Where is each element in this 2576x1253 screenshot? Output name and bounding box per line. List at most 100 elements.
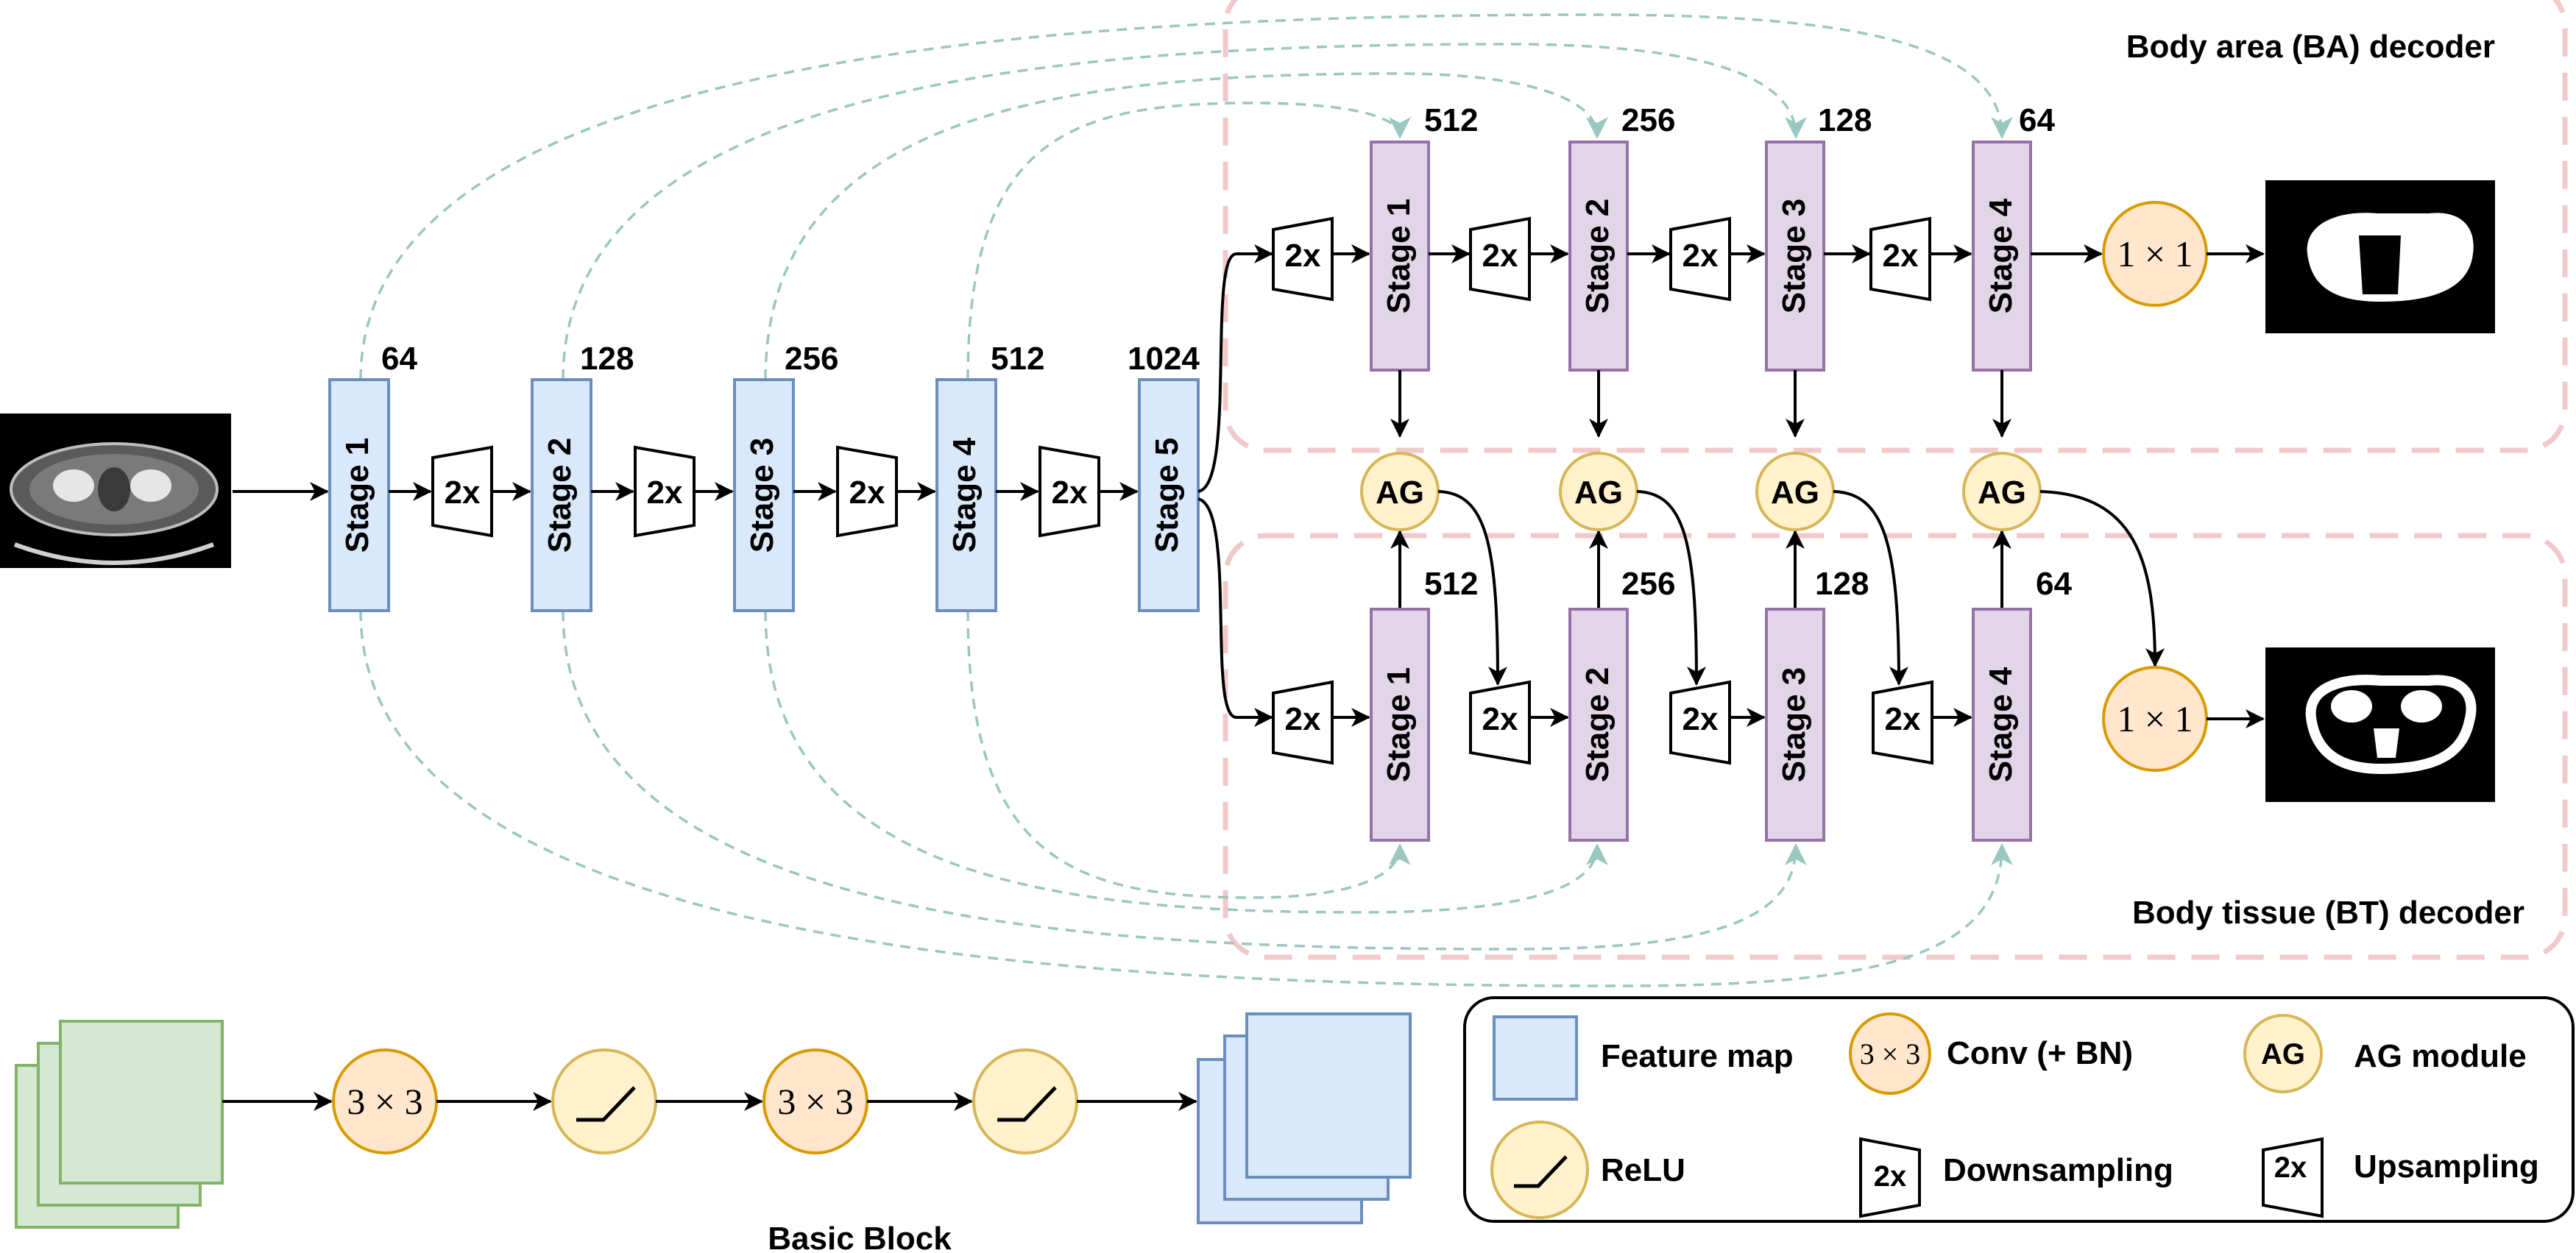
skip-connections bbox=[359, 13, 2013, 987]
ag-module-1-label: AG bbox=[1376, 475, 1424, 511]
bt-stage-1-channels: 512 bbox=[1424, 566, 1478, 602]
ba-stage-3-label: Stage 3 bbox=[1776, 199, 1812, 314]
ba-stage-1-label: Stage 1 bbox=[1381, 199, 1417, 314]
legend-down-symbol: 2x bbox=[1874, 1160, 1907, 1193]
legend-ag-swatch bbox=[2243, 1014, 2323, 1093]
input-ct-image bbox=[0, 413, 231, 568]
legend-relu-swatch bbox=[1490, 1121, 1589, 1219]
encoder-stage-4-channels: 512 bbox=[991, 341, 1044, 377]
basic-block-conv-2-label: 3 × 3 bbox=[777, 1081, 853, 1122]
encoder-downsample-4-label: 2x bbox=[1052, 475, 1088, 511]
bt-stage-3-channels: 128 bbox=[1815, 566, 1869, 602]
ba-upsample-1-label: 2x bbox=[1285, 238, 1321, 274]
relu-icon bbox=[576, 1086, 636, 1122]
bt-stage-1 bbox=[1370, 608, 1430, 842]
legend-conv-swatch bbox=[1849, 1012, 1931, 1095]
ba-stage-1-channels: 512 bbox=[1424, 102, 1478, 138]
ag-module-3-label: AG bbox=[1771, 475, 1819, 511]
bt-output-mask bbox=[2265, 647, 2495, 802]
ba-stage-3 bbox=[1765, 141, 1825, 372]
encoder-downsample-4: 2x bbox=[996, 445, 1139, 538]
legend-downsampling-label: Downsampling bbox=[1943, 1152, 2173, 1188]
encoder-downsample-3-label: 2x bbox=[849, 475, 885, 511]
ba-upsample-2: 2x bbox=[1429, 216, 1569, 302]
ba-decoder: 2x Stage 1 512 2x Stage 2 256 2x Stage 3… bbox=[1272, 102, 2265, 372]
legend-feature-map-label: Feature map bbox=[1601, 1038, 1794, 1074]
ba-stage-2-channels: 256 bbox=[1621, 102, 1675, 138]
ba-head-label: 1 × 1 bbox=[2117, 233, 2193, 274]
bt-upsample-1-label: 2x bbox=[1285, 701, 1321, 737]
encoder-stage-4-label: Stage 4 bbox=[946, 437, 983, 553]
encoder: Stage 1 64 Stage 2 128 Stage 3 256 Stage… bbox=[233, 341, 1200, 612]
ba-upsample-3: 2x bbox=[1627, 216, 1766, 302]
branch-to-ba bbox=[1197, 244, 1273, 493]
encoder-stage-1-channels: 64 bbox=[381, 341, 417, 377]
downsampling-icon bbox=[1859, 1137, 1921, 1218]
bt-upsample-2-label: 2x bbox=[1482, 701, 1518, 737]
encoder-stage-2-label: Stage 2 bbox=[542, 438, 578, 553]
encoder-stage-2 bbox=[531, 378, 592, 612]
ba-stage-4 bbox=[1972, 141, 2032, 372]
upsampling-icon bbox=[2262, 1137, 2324, 1218]
ag-module-2-label: AG bbox=[1574, 475, 1623, 511]
encoder-stage-5 bbox=[1138, 378, 1200, 612]
legend-conv-symbol: 3 × 3 bbox=[1860, 1037, 1921, 1071]
bt-upsample-3-label: 2x bbox=[1682, 701, 1719, 737]
bt-upsample-4: 2x bbox=[1872, 680, 1972, 765]
legend-up-symbol: 2x bbox=[2274, 1151, 2307, 1184]
ba-upsample-3-label: 2x bbox=[1682, 238, 1719, 274]
bt-decoder-title: Body tissue (BT) decoder bbox=[2132, 895, 2524, 931]
bt-stage-3-label: Stage 3 bbox=[1776, 667, 1812, 783]
ba-stage-3-channels: 128 bbox=[1818, 102, 1872, 138]
encoder-downsample-1-label: 2x bbox=[445, 475, 481, 511]
ba-stage-4-label: Stage 4 bbox=[1983, 198, 2019, 313]
legend: Feature map 3 × 3 Conv (+ BN) AG AG modu… bbox=[1463, 996, 2575, 1223]
ag-module-4-label: AG bbox=[1978, 475, 2026, 511]
legend-ag-symbol: AG bbox=[2261, 1038, 2305, 1071]
legend-conv-label: Conv (+ BN) bbox=[1947, 1035, 2133, 1071]
basic-block-output-map-1 bbox=[1245, 1012, 1412, 1179]
encoder-stage-4 bbox=[935, 378, 997, 612]
legend-feature-map-swatch bbox=[1493, 1015, 1578, 1101]
bt-decoder: 2x Stage 1 512 2x Stage 2 256 2x Stage 3… bbox=[1272, 566, 2265, 842]
ba-output-mask bbox=[2265, 180, 2495, 333]
encoder-downsample-1: 2x bbox=[389, 445, 531, 538]
encoder-stage-5-label: Stage 5 bbox=[1149, 438, 1185, 553]
basic-block-conv-1-label: 3 × 3 bbox=[347, 1081, 422, 1122]
relu-icon bbox=[997, 1086, 1057, 1122]
encoder-stage-3-channels: 256 bbox=[785, 341, 838, 377]
encoder-stage-3-label: Stage 3 bbox=[744, 438, 780, 553]
basic-block-relu-2 bbox=[972, 1048, 1078, 1154]
relu-icon bbox=[1514, 1155, 1568, 1188]
legend-relu-label: ReLU bbox=[1601, 1152, 1685, 1188]
encoder-downsample-2-label: 2x bbox=[647, 475, 683, 511]
legend-upsampling-label: Upsampling bbox=[2354, 1149, 2539, 1185]
basic-block-input-map-1 bbox=[59, 1020, 224, 1185]
bt-upsample-2: 2x bbox=[1469, 680, 1569, 765]
bt-stage-2-label: Stage 2 bbox=[1579, 667, 1616, 783]
bt-stage-1-label: Stage 1 bbox=[1381, 667, 1417, 783]
basic-block: 3 × 3 3 × 3 Basic Block bbox=[15, 1012, 1412, 1253]
ba-decoder-title: Body area (BA) decoder bbox=[2126, 29, 2495, 65]
encoder-stage-1-label: Stage 1 bbox=[339, 438, 375, 553]
ba-stage-1 bbox=[1370, 141, 1430, 372]
bt-upsample-4-label: 2x bbox=[1885, 701, 1921, 737]
ba-upsample-2-label: 2x bbox=[1482, 238, 1518, 274]
ba-upsample-4: 2x bbox=[1824, 216, 1972, 302]
encoder-downsample-2: 2x bbox=[591, 445, 734, 538]
branch-to-bt bbox=[1197, 497, 1273, 727]
basic-block-relu-1 bbox=[551, 1048, 657, 1154]
bt-upsample-3: 2x bbox=[1669, 680, 1766, 765]
ba-stage-2-label: Stage 2 bbox=[1579, 199, 1616, 314]
encoder-downsample-3: 2x bbox=[793, 445, 936, 538]
bt-stage-2-channels: 256 bbox=[1621, 566, 1675, 602]
encoder-stage-1 bbox=[328, 378, 390, 612]
bt-stage-4 bbox=[1972, 608, 2032, 842]
encoder-stage-5-channels: 1024 bbox=[1128, 341, 1200, 377]
bt-upsample-1: 2x bbox=[1272, 680, 1370, 765]
bt-stage-4-label: Stage 4 bbox=[1983, 667, 2019, 782]
basic-block-title: Basic Block bbox=[768, 1221, 952, 1253]
ba-upsample-4-label: 2x bbox=[1883, 238, 1919, 274]
ba-decoder-region bbox=[1222, 0, 2568, 453]
